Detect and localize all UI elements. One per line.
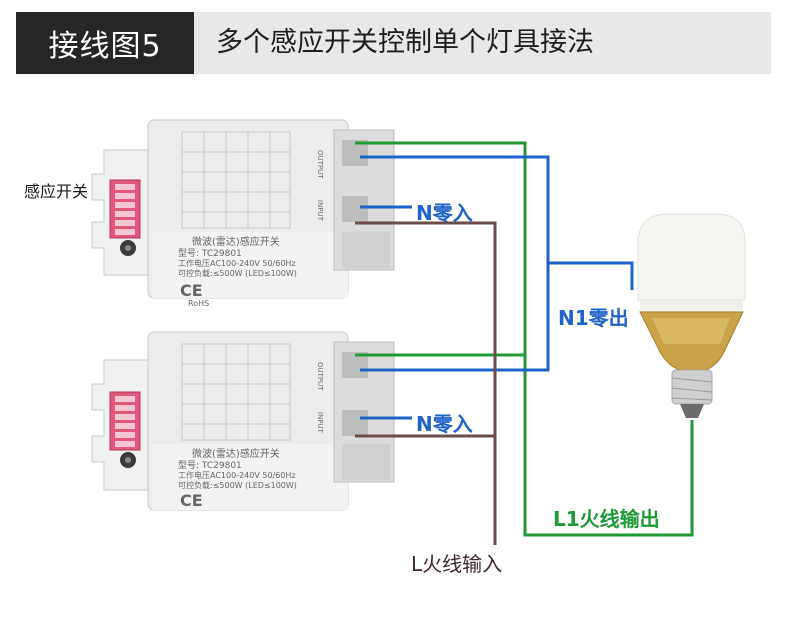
blue-wire-n1-to-bulb — [548, 261, 634, 290]
device-voltage-bottom: 工作电压AC100-240V 50/60Hz — [178, 470, 296, 480]
device-voltage: 工作电压AC100-240V 50/60Hz — [178, 258, 296, 268]
sensor-switch-label: 感应开关 — [24, 182, 89, 201]
rohs-mark: RoHS — [188, 299, 209, 308]
green-wire-l1 — [355, 141, 694, 537]
l1-out-label: L1火线输出 — [553, 507, 660, 531]
header-bar: 接线图5 多个感应开关控制单个灯具接法 — [16, 12, 771, 74]
input-terminal-label: INPUT — [316, 200, 324, 222]
wires — [355, 141, 694, 545]
n-in-label-top: N零入 — [416, 201, 473, 225]
input-terminal-label-bottom: INPUT — [316, 412, 324, 434]
led-bulb — [637, 213, 746, 418]
device-model: 型号: TC29801 — [178, 248, 242, 259]
device-load-bottom: 可控负载:≤500W (LED≤100W) — [178, 480, 297, 490]
sensor-module-top: OUTPUT INPUT 微波(雷达)感应开关 型号: TC29801 工作电压… — [91, 119, 395, 308]
device-model-bottom: 型号: TC29801 — [178, 460, 242, 471]
output-terminal-label: OUTPUT — [316, 150, 324, 179]
device-load: 可控负载:≤500W (LED≤100W) — [178, 268, 297, 278]
sensor-module-bottom: OUTPUT INPUT 微波(雷达)感应开关 型号: TC29801 工作电压… — [91, 331, 395, 511]
n1-out-label: N1零出 — [558, 306, 629, 330]
brown-wire-l-in — [355, 221, 497, 545]
l-in-label: L火线输入 — [411, 552, 503, 576]
ce-mark: CE — [180, 281, 203, 300]
output-terminal-label-bottom: OUTPUT — [316, 362, 324, 391]
device-name-bottom: 微波(雷达)感应开关 — [192, 447, 280, 460]
n-in-label-bottom: N零入 — [416, 412, 473, 436]
ce-mark-bottom: CE — [180, 491, 203, 510]
device-name: 微波(雷达)感应开关 — [192, 235, 280, 248]
diagram-number-badge: 接线图5 — [16, 12, 194, 74]
page-title: 多个感应开关控制单个灯具接法 — [216, 27, 594, 58]
